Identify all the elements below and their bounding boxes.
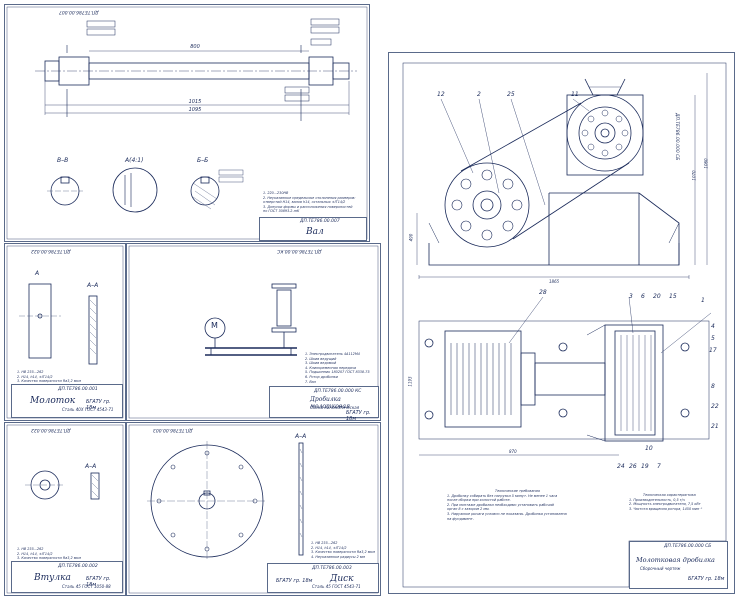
assembly-callout-1: 1: [701, 297, 705, 304]
val-section-bb: В–В: [57, 157, 69, 164]
assembly-title-block: ДП.ТЕ786.00.000 СБ Молотковая дробилка С…: [629, 541, 728, 589]
sheet-scheme: M ДП.ТЕ786.00.00.КС 1. Электродвигатель …: [126, 243, 381, 422]
molotok-title-block: ДП.ТЕ786.00.001 Молоток Сталь 40Х ГОСТ 4…: [11, 384, 123, 418]
molotok-name: Молоток: [30, 396, 76, 406]
scheme-notes: 1. Электродвигатель 4А112М4 2. Шкив веду…: [305, 352, 370, 384]
assembly-dim-1865: 1865: [549, 279, 560, 284]
assembly-requirements: Технические требования 1. Дробилку собир…: [447, 489, 567, 521]
assembly-callout-8: 8: [711, 383, 715, 390]
sheet-assembly: ДП.ТЕ786.00.000 СБ 12 2 25 11 28 3 6 20 …: [388, 52, 735, 594]
assembly-callout-26: 26: [629, 463, 637, 470]
sheet-disk: ДП.ТЕ786.00.003 А–А 1. HB 235...262 2. H…: [126, 422, 381, 596]
scheme-motor-label: M: [211, 321, 218, 330]
scheme-org: БГАТУ гр. 18м: [346, 410, 371, 422]
assembly-callout-28: 28: [539, 289, 547, 296]
assembly-callout-19: 19: [641, 463, 649, 470]
scheme-stamp: ДП.ТЕ786.00.00.КС: [277, 248, 322, 253]
assembly-callout-17: 17: [709, 347, 717, 354]
disk-stamp: ДП.ТЕ786.00.003: [153, 427, 193, 432]
molotok-drawing: [6, 245, 124, 419]
val-title-block: ДП.ТЕ786.00.007 Вал: [259, 217, 367, 241]
val-dim-mid: 800: [190, 44, 200, 50]
vtulka-name: Втулка: [34, 573, 71, 583]
assembly-callout-25: 25: [507, 91, 515, 98]
val-dim-len: 1015: [189, 99, 202, 105]
scheme-subname: Схема кинематическая: [310, 405, 360, 410]
assembly-code: ДП.ТЕ786.00.000 СБ: [664, 544, 712, 549]
assembly-callout-11: 11: [571, 91, 579, 98]
assembly-callout-7: 7: [657, 463, 661, 470]
assembly-characteristics: Техническая характеристика 1. Производит…: [629, 493, 703, 511]
vtulka-title-block: ДП.ТЕ786.00.002 Втулка Сталь 45 ГОСТ 105…: [11, 561, 123, 593]
disk-title-block: ДП.ТЕ786.00.003 Диск Сталь 45 ГОСТ 4543-…: [267, 563, 379, 593]
assembly-callout-12: 12: [437, 91, 445, 98]
vtulka-org: БГАТУ гр. 18м: [86, 576, 111, 588]
assembly-org: БГАТУ гр. 18м: [688, 576, 725, 582]
sheet-molotok: ДП.ТЕ786.00.022 А А–А 1. HB 235...262 2.…: [4, 243, 126, 421]
molotok-section-aa: А–А: [87, 282, 99, 289]
disk-notes: 1. HB 235...262 2. H14, h14, ±IT14/2 3. …: [311, 541, 375, 559]
disk-code: ДП.ТЕ786.00.003: [312, 566, 352, 571]
assembly-name: Молотковая дробилка: [636, 556, 715, 564]
val-notes: 1. 220...230НВ 2. Неуказанные предельные…: [263, 191, 356, 214]
vtulka-code: ДП.ТЕ786.00.002: [58, 564, 98, 569]
val-code: ДП.ТЕ786.00.007: [300, 219, 340, 224]
molotok-stamp: ДП.ТЕ786.00.022: [31, 248, 71, 253]
val-name: Вал: [306, 227, 324, 237]
val-drawing: 800 1015 1095: [6, 6, 368, 240]
disk-drawing: [128, 424, 379, 594]
sheet-vtulka: ДП.ТЕ786.00.022 А–А 1. HB 235...262 2. H…: [4, 422, 126, 596]
vtulka-section-aa: А–А: [85, 463, 97, 470]
assembly-callout-15: 15: [669, 293, 677, 300]
disk-org: БГАТУ гр. 18м: [276, 578, 313, 584]
disk-section-aa: А–А: [295, 433, 307, 440]
scheme-drawing: [128, 245, 379, 419]
scheme-title-block: ДП.ТЕ786.00.000 КС Дробилка молотковая С…: [269, 386, 379, 422]
assembly-dim-1060: 1060: [703, 158, 709, 169]
disk-material: Сталь 45 ГОСТ 4543-71: [312, 584, 361, 589]
molotok-code: ДП.ТЕ786.00.001: [58, 387, 98, 392]
val-dim-total: 1095: [189, 107, 202, 113]
assembly-callout-10: 10: [645, 445, 653, 452]
molotok-notes: 1. HB 235...262 2. H14, h14, ±IT14/2 3. …: [17, 370, 81, 384]
vtulka-stamp: ДП.ТЕ786.00.022: [31, 427, 71, 432]
val-section-bb2: Б–Б: [197, 157, 209, 164]
assembly-drawing: [402, 62, 727, 588]
molotok-view-a: А: [35, 270, 40, 277]
assembly-callout-4: 4: [711, 323, 715, 330]
assembly-subname: Сборочный чертеж: [640, 566, 681, 571]
assembly-callout-20: 20: [653, 293, 661, 300]
val-stamp: ДП.ТЕ786.00.007: [59, 9, 99, 14]
disk-name: Диск: [330, 574, 354, 584]
assembly-dim-490: 490: [408, 233, 414, 242]
assembly-callout-3: 3: [629, 293, 633, 300]
assembly-callout-24: 24: [617, 463, 625, 470]
sheet-val: 800 1015 1095 ДП.ТЕ786.00.007 В–В А(4:1)…: [4, 4, 370, 242]
molotok-org: БГАТУ гр. 18м: [86, 399, 111, 411]
vtulka-material: Сталь 45 ГОСТ 1050-88: [62, 584, 111, 589]
assembly-callout-2: 2: [477, 91, 481, 98]
assembly-dim-870: 870: [509, 449, 517, 454]
assembly-callout-21: 21: [711, 423, 719, 430]
assembly-stamp: ДП.ТЕ786.00.000 СБ: [674, 113, 679, 161]
molotok-material: Сталь 40Х ГОСТ 4543-71: [62, 407, 114, 412]
scheme-name: Дробилка молотковая: [310, 396, 350, 410]
assembly-dim-1193: 1193: [407, 376, 413, 387]
vtulka-notes: 1. HB 235...262 2. H14, h14, ±IT14/2 3. …: [17, 547, 81, 561]
assembly-callout-22: 22: [711, 403, 719, 410]
vtulka-drawing: [6, 424, 124, 594]
assembly-dim-1070: 1070: [691, 170, 697, 181]
val-section-a: А(4:1): [125, 157, 144, 164]
scheme-code: ДП.ТЕ786.00.000 КС: [314, 389, 362, 394]
assembly-callout-5: 5: [711, 335, 715, 342]
assembly-callout-6: 6: [641, 293, 645, 300]
